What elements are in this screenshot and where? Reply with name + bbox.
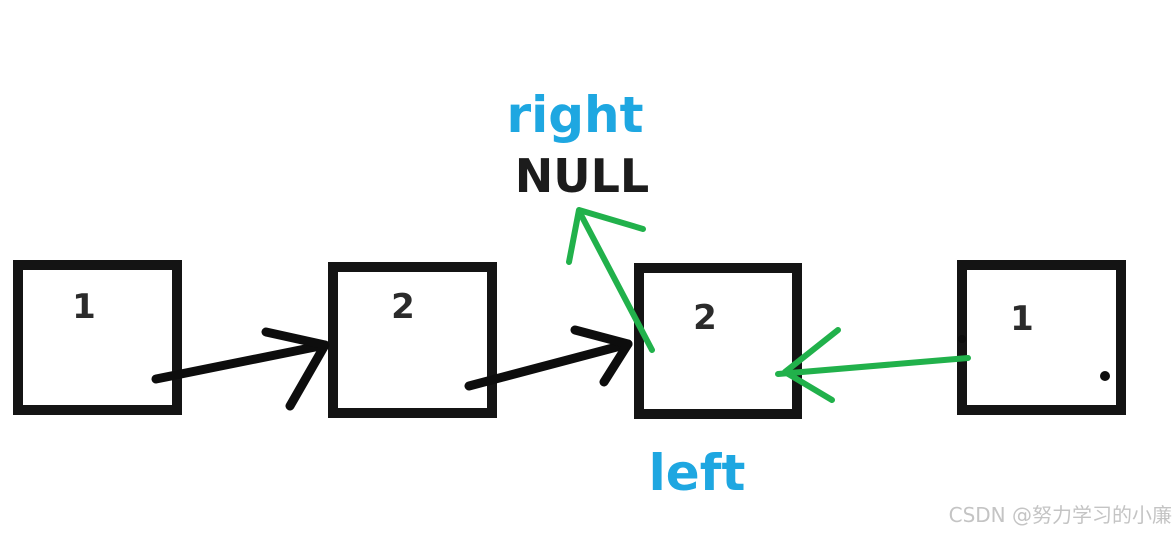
green-pointer-node4-to-node3 <box>775 327 971 403</box>
node-box-3 <box>634 263 802 419</box>
node-box-1 <box>13 260 182 415</box>
node-box-4 <box>957 260 1126 415</box>
node-3-value: 2 <box>693 298 717 338</box>
node-4-pointer-dot <box>1100 371 1110 381</box>
label-right: right <box>506 86 643 144</box>
green-pointer-node3-to-null <box>566 207 655 353</box>
node-2-value: 2 <box>391 287 415 327</box>
label-left: left <box>649 444 746 502</box>
watermark: CSDN @努力学习的小廉 <box>949 503 1172 527</box>
node-4-border-mark <box>958 335 966 343</box>
next-pointer-2-to-3 <box>464 325 633 391</box>
node-1-value: 1 <box>72 287 96 327</box>
node-box-2 <box>328 262 497 418</box>
label-null: NULL <box>515 149 649 203</box>
next-pointer-1-to-2 <box>151 327 330 411</box>
node-4-value: 1 <box>1010 299 1034 339</box>
